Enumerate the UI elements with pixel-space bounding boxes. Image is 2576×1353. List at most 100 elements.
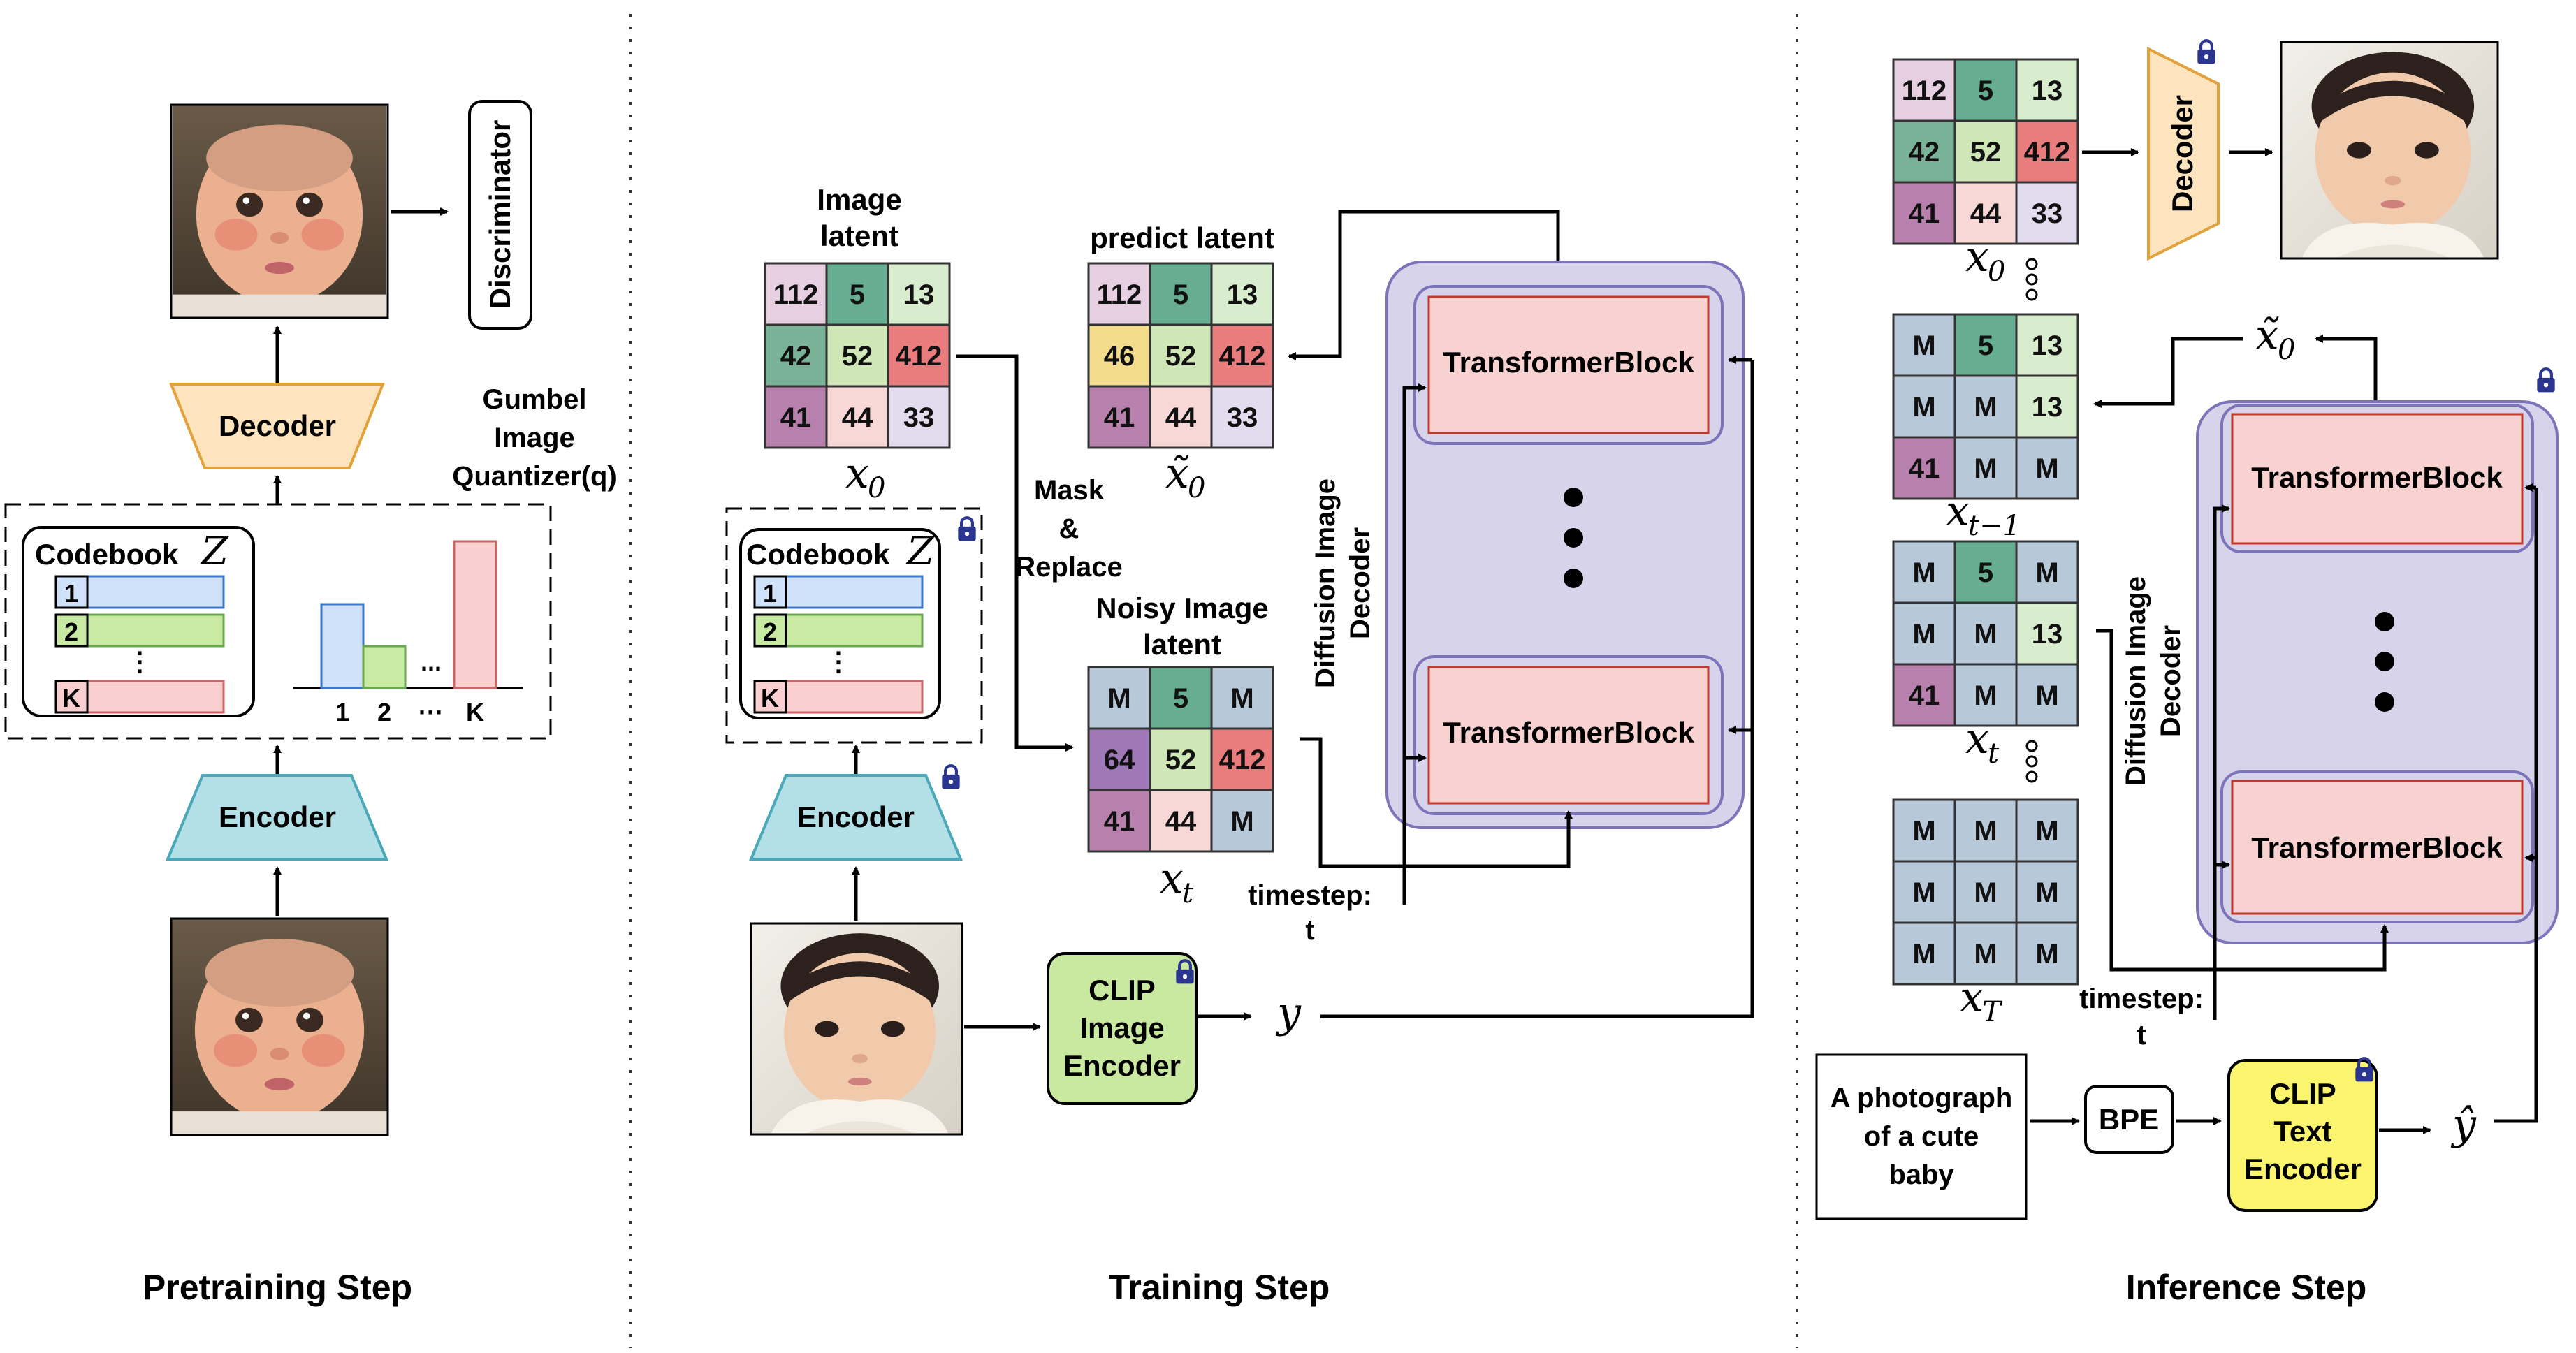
codebook-symbol: Z [905,529,935,574]
codebook-row-dots: ⋮ [825,648,852,677]
diffusion-decoder-label: Diffusion Image [2120,576,2151,786]
latent-cell-value: 5 [850,279,865,310]
latent-cell-value: 412 [2024,137,2071,168]
latent-cell [1149,323,1213,388]
latent-cell-value: 41 [1104,402,1135,433]
latent-cell [2015,921,2079,986]
x0-tilde-symbol: x̃ [1165,449,1189,498]
latent-cell [2015,663,2079,727]
latent-cell [1953,663,2018,727]
arrow [2494,854,2538,1123]
codebook-row-1: 1 [64,579,78,608]
bpe-label: BPE [2099,1103,2159,1136]
latent-cell-value: 13 [2032,330,2063,361]
arrow [2093,337,2243,408]
latent-cell-value: 412 [1219,341,1266,372]
bpe-box [2084,1085,2174,1154]
latent-cell-value: M [1912,619,1935,650]
section-title-training: Training Step [1109,1268,1330,1307]
latent-cell-value: 33 [903,402,935,433]
transformer-block-label: TransformerBlock [2251,461,2503,494]
transformer-block-bottom [1427,666,1710,805]
latent-cell-value: 5 [1173,683,1188,714]
x0-subscript: 0 [1988,256,2005,288]
discriminator-label: Discriminator [483,120,516,309]
latent-cell-value: 13 [903,279,935,310]
xt1-subscript: t−1 [1968,510,2021,542]
histogram-bar [320,603,365,689]
latent-cell [2015,436,2079,500]
text-prompt-line: of a cute [1864,1121,1979,1152]
latent-cell [887,385,951,449]
latent-cell-value: M [1912,816,1935,847]
timestep-label: t [2137,1020,2146,1051]
latent-cell [1953,119,2018,184]
latent-cell-value: 13 [2032,75,2063,106]
latent-cell-value: 13 [2032,392,2063,423]
lock-icon [958,518,975,541]
latent-cell-value: 412 [1219,745,1266,775]
latent-cell [2015,798,2079,863]
arrow [2096,629,2389,972]
latent-cell-value: M [1974,453,1997,484]
latent-cell-value: M [2035,453,2058,484]
latent-cell-value: M [1974,816,1997,847]
latent-cell [2015,181,2079,245]
text-prompt-line: A photograph [1831,1083,2013,1113]
lock-icon [942,766,959,789]
latent-cell-value: 412 [896,341,943,372]
image-latent-title: latent [820,219,898,252]
latent-cell-value: 52 [1970,137,2002,168]
codebook-row-dots: ⋮ [126,648,153,677]
latent-cell [1953,181,2018,245]
transformer-block-top [1427,295,1710,434]
clip-image-encoder-box [1047,952,1198,1105]
timestep-label: timestep: [1248,880,1372,911]
latent-cell [825,385,889,449]
latent-cell-value: 52 [842,341,873,372]
latent-cell [1892,58,1956,122]
text-prompt-box [1815,1053,2028,1220]
latent-cell-value: 52 [1165,745,1197,775]
latent-cell [2015,860,2079,924]
histogram-bar [362,645,407,689]
latent-cell [887,323,951,388]
latent-cell-value: 41 [1909,680,1940,711]
clip-text-encoder-box [2227,1059,2378,1212]
latent-cell-value: 42 [780,341,812,372]
ellipsis-dot [1564,569,1583,588]
latent-cell-value: 5 [1978,557,1993,588]
latent-cell-value: 5 [1978,330,1993,361]
latent-cell [1953,860,2018,924]
discriminator-box [468,100,532,330]
encoder-label: Encoder [797,800,915,833]
section-title-inference: Inference Step [2126,1268,2367,1307]
latent-cell-value: M [1912,939,1935,970]
latent-cell [764,262,828,326]
latent-cell-value: 44 [1970,198,2002,229]
quantizer-box-locked [725,507,983,744]
latent-cell-value: M [1107,683,1130,714]
latent-cell-value: M [1912,557,1935,588]
ellipsis-dot [2375,692,2394,712]
latent-cell-value: 44 [1165,806,1197,837]
lock-icon [2537,369,2554,392]
transformer-block-label: TransformerBlock [1443,716,1694,749]
latent-cell [1953,921,2018,986]
diffusion-decoder-label: Decoder [1345,527,1376,639]
latent-cell-value: M [1912,330,1935,361]
clip-text-encoder-label: Text [2273,1115,2331,1148]
codebook-row-2: 2 [64,617,78,646]
image-latent-title: Image [817,183,901,216]
mask-replace-label: & [1059,513,1079,544]
arrow [2315,335,2378,402]
encoder-shape [749,774,963,861]
codebook-title: Codebook [35,538,179,571]
xt-subscript: t [1182,877,1194,909]
y-hat-symbol: ŷ [2450,1100,2477,1149]
latent-cell-value: 44 [1165,402,1197,433]
